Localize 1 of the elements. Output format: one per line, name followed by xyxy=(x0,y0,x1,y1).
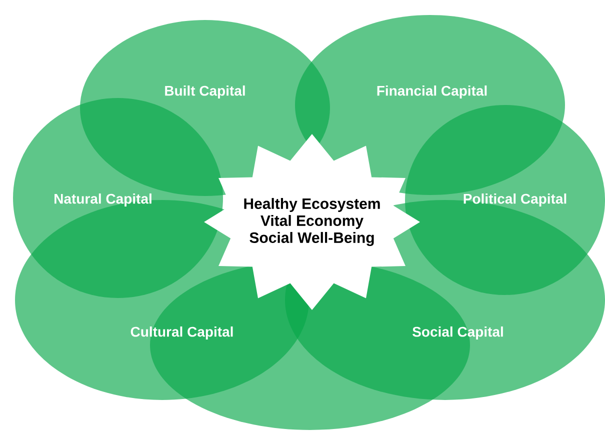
starburst: Healthy Ecosystem Vital Economy Social Well-Being xyxy=(204,134,420,310)
